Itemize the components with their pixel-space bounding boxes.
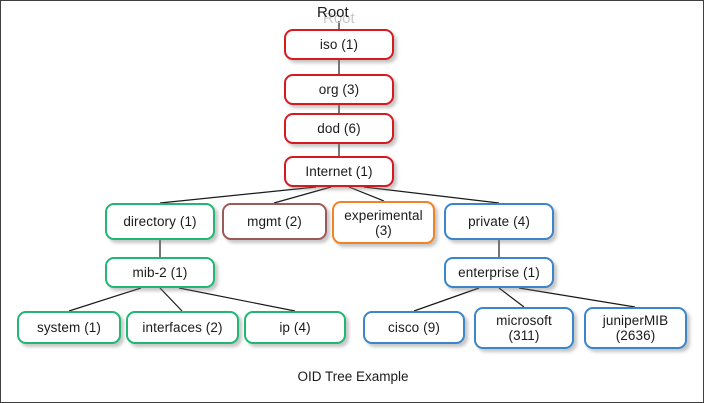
node-iso[interactable]: iso (1): [284, 29, 394, 60]
node-label-system: system (1): [36, 320, 101, 335]
root-label-shadow: Root: [323, 10, 355, 27]
edge-internet-to-directory: [159, 186, 317, 204]
node-label-directory: directory (1): [123, 214, 197, 229]
root-label: Root: [317, 4, 349, 21]
node-label-org: org (3): [318, 82, 360, 97]
node-ip[interactable]: ip (4): [244, 311, 346, 344]
node-mgmt[interactable]: mgmt (2): [222, 203, 327, 240]
node-label-internet: Internet (1): [305, 164, 373, 179]
edge-mib2-to-ip: [178, 287, 296, 312]
edge-mib2-to-interfaces: [159, 287, 183, 312]
edge-mib2-to-system: [68, 287, 142, 312]
node-label-cisco: cisco (9): [388, 320, 440, 335]
node-juniper[interactable]: juniperMIB(2636): [584, 307, 687, 349]
node-label-microsoft: microsoft(311): [496, 313, 552, 343]
node-org[interactable]: org (3): [284, 74, 394, 105]
node-directory[interactable]: directory (1): [105, 203, 215, 240]
node-cisco[interactable]: cisco (9): [363, 311, 465, 344]
edge-internet-to-mgmt: [273, 186, 332, 204]
node-label-experimental: experimental(3): [344, 207, 423, 238]
edge-enterprise-to-juniper: [518, 287, 636, 308]
edge-enterprise-to-microsoft: [498, 287, 525, 308]
node-label-iso: iso (1): [319, 37, 359, 52]
diagram-caption: OID Tree Example: [297, 369, 409, 384]
node-label-mib2: mib-2 (1): [132, 265, 188, 280]
node-mib2[interactable]: mib-2 (1): [105, 257, 215, 288]
node-internet[interactable]: Internet (1): [284, 156, 394, 187]
node-label-enterprise: enterprise (1): [458, 265, 540, 280]
node-interfaces[interactable]: interfaces (2): [126, 311, 239, 344]
node-label-dod: dod (6): [317, 121, 361, 136]
node-enterprise[interactable]: enterprise (1): [444, 257, 554, 288]
node-label-juniper: juniperMIB(2636): [602, 313, 669, 343]
node-private[interactable]: private (4): [444, 203, 554, 240]
node-microsoft[interactable]: microsoft(311): [474, 307, 574, 349]
node-experimental[interactable]: experimental(3): [332, 201, 435, 244]
node-system[interactable]: system (1): [17, 311, 121, 344]
edge-internet-to-experimental: [348, 186, 385, 202]
node-label-mgmt: mgmt (2): [247, 214, 302, 229]
node-label-private: private (4): [468, 214, 530, 229]
node-dod[interactable]: dod (6): [284, 113, 394, 144]
edge-enterprise-to-cisco: [413, 287, 480, 312]
node-label-interfaces: interfaces (2): [142, 320, 223, 335]
node-label-ip: ip (4): [279, 320, 311, 335]
